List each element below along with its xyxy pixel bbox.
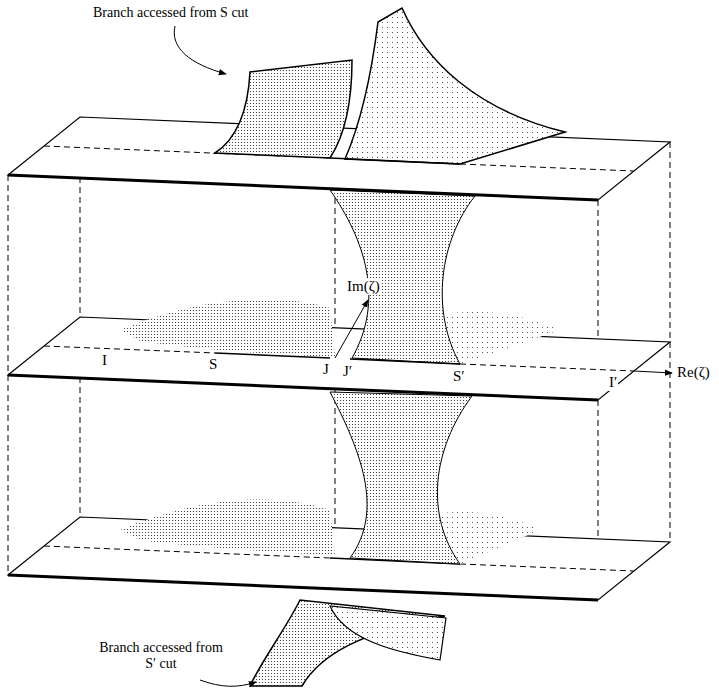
sheet-surface (120, 500, 335, 556)
sheet-front-edge (8, 575, 598, 600)
branch-flap (215, 60, 352, 158)
axis-line (44, 346, 215, 353)
connecting-sheet (330, 190, 475, 364)
callout-label: Branch accessed from S′ cut (98, 640, 224, 672)
axis-label: I′ (608, 374, 618, 391)
axis-label: I (101, 352, 108, 369)
axis-label: J′ (342, 363, 353, 380)
branch-cut (215, 353, 330, 358)
im-axis-arrow (335, 300, 368, 358)
branch-cut (330, 158, 460, 164)
sheet-surface (120, 299, 335, 357)
axis-line (460, 164, 634, 171)
sheet-front-edge (8, 375, 598, 400)
callout-label: Branch accessed from S cut (92, 5, 250, 21)
axis-label: S (208, 356, 218, 373)
axis-label: Re(ζ) (676, 364, 711, 381)
axis-label: S′ (452, 368, 466, 385)
axis-line (460, 564, 634, 571)
connecting-sheet (330, 392, 472, 564)
leader-line (174, 26, 226, 74)
branch-cut (350, 359, 460, 364)
re-axis-arrow (634, 371, 672, 373)
sheet-plane (8, 317, 670, 400)
branch-flap (330, 606, 446, 660)
sheet-plane (8, 517, 670, 600)
axis-label: Im(ζ) (346, 278, 381, 295)
branch-flap (345, 8, 565, 164)
leader-line (200, 680, 256, 686)
sheet-front-edge (8, 175, 598, 200)
axis-label: J (322, 361, 330, 378)
branch-flap (250, 600, 445, 686)
axis-line (460, 364, 634, 371)
